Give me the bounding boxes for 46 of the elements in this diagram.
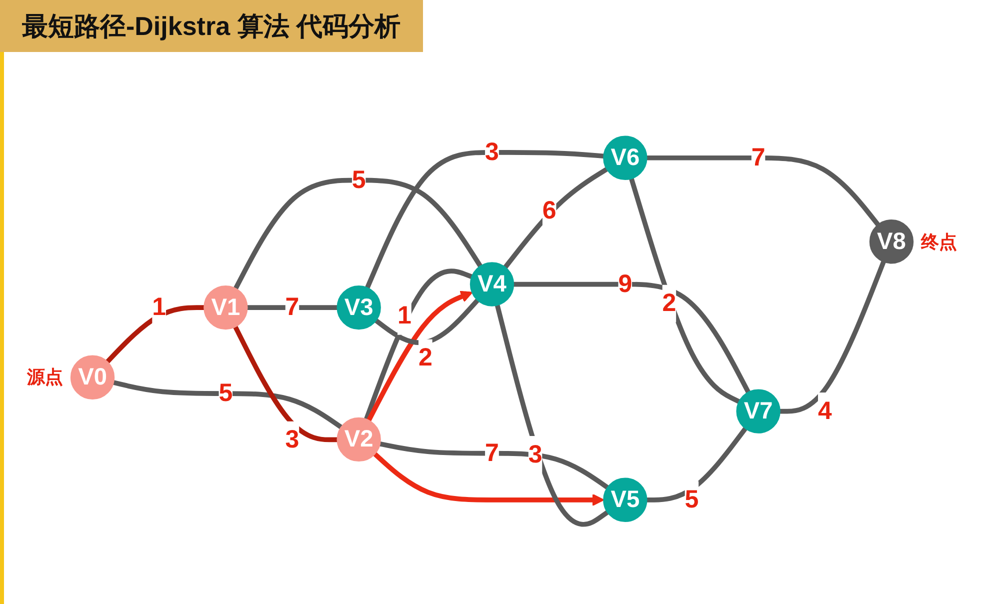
node-circle: V3 [336, 285, 381, 330]
node-circle: V7 [736, 389, 780, 434]
connector [233, 326, 338, 442]
edge-label: 1 [397, 302, 412, 330]
connector [379, 441, 610, 490]
connector [247, 305, 338, 310]
connector [374, 298, 480, 346]
connector [780, 260, 886, 414]
connector [112, 380, 343, 430]
edge-label: 1 [152, 292, 166, 321]
node-circle: V1 [204, 285, 248, 330]
edge-label: 9 [618, 270, 632, 298]
edge-label: 5 [684, 485, 699, 514]
node-circle: V5 [603, 478, 648, 522]
connector [646, 155, 880, 226]
edge-label: 4 [818, 396, 832, 425]
node-caption: 终点 [920, 230, 957, 254]
connector [365, 150, 604, 289]
node-circle: V2 [336, 417, 381, 462]
node-circle: V0 [70, 355, 115, 400]
edge-label: 2 [418, 343, 432, 372]
node-circle: V6 [603, 136, 648, 180]
edge-label: 7 [751, 143, 766, 172]
edge-label: 2 [662, 288, 676, 317]
edge-label: 7 [285, 292, 300, 321]
node-circle: V8 [869, 220, 914, 264]
arrow [373, 452, 604, 506]
edge-label: 3 [528, 440, 542, 468]
edge-label: 3 [485, 138, 499, 166]
node-caption: 源点 [27, 366, 64, 390]
edge-label: 3 [285, 425, 300, 454]
connector [646, 426, 748, 502]
edge-label: 5 [218, 378, 233, 407]
connector [364, 268, 473, 420]
title: 最短路径-Dijkstra 算法 代码分析 [0, 0, 422, 52]
arrow [366, 290, 473, 422]
connector [233, 178, 483, 290]
connector [503, 167, 608, 269]
edge-label: 6 [542, 196, 556, 224]
connector [513, 282, 751, 394]
connector [629, 178, 740, 404]
edge-label: 7 [485, 438, 499, 467]
edge-label: 5 [352, 166, 366, 194]
node-circle: V4 [470, 262, 514, 306]
connector [494, 304, 610, 527]
connector [106, 305, 204, 364]
